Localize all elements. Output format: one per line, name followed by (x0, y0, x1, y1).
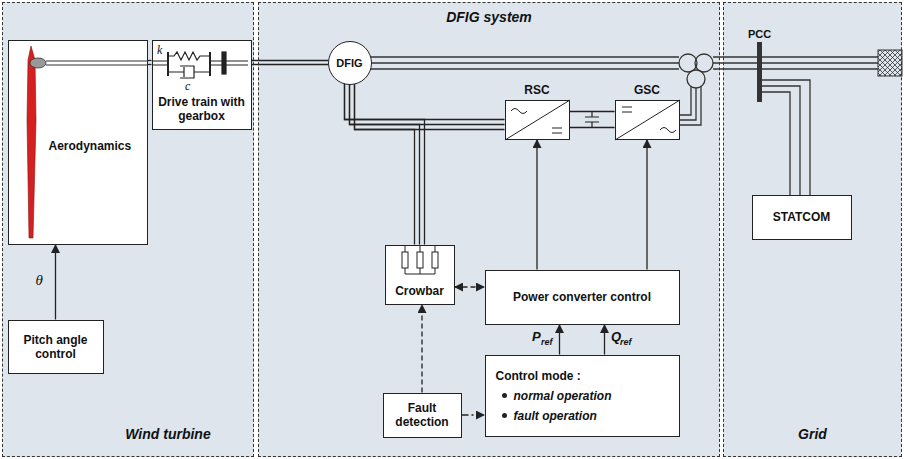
converter-box: GSC (615, 100, 680, 140)
connector (455, 287, 485, 288)
node-label: fault operation (514, 409, 597, 423)
node-label: Fault detection (387, 401, 458, 429)
connector-line (570, 111, 615, 112)
aerodynamics-box: Aerodynamics (8, 40, 148, 245)
signal-subscript: ref (541, 337, 553, 348)
connector-line (345, 83, 505, 120)
node-label: RSC (506, 83, 569, 97)
transformer-symbol (679, 54, 697, 72)
connector (422, 305, 423, 393)
grid-wire (713, 57, 878, 69)
converter-symbol (505, 100, 570, 140)
connector-line (570, 127, 615, 128)
bullet-dot (502, 413, 507, 418)
control-box: Pitch angle control (8, 320, 104, 374)
stator-wire (360, 57, 679, 69)
connector (647, 140, 648, 270)
node-label: Control mode : (496, 369, 581, 383)
connector (252, 61, 329, 65)
node-label: DFIG system (259, 9, 719, 25)
connector (537, 140, 538, 270)
connector-line (421, 305, 422, 393)
transformer-symbol (695, 54, 713, 72)
statcom-wire (762, 80, 810, 195)
converter-box: RSC (505, 100, 570, 140)
transformer-symbol (687, 70, 705, 88)
transformer-symbol (679, 54, 713, 88)
node-label: Aerodynamics (49, 139, 132, 153)
dc-capacitor (585, 112, 599, 128)
crowbar-box: Crowbar (385, 245, 455, 305)
node-label: Crowbar (395, 284, 444, 298)
bullet-dot (502, 393, 507, 398)
connector-line (355, 83, 505, 130)
dc-capacitor (585, 112, 599, 128)
node-label: DFIG (336, 56, 362, 70)
connector (570, 112, 615, 128)
bus-label: PCC (748, 28, 771, 41)
node-label: Wind turbine (83, 426, 253, 442)
signal-label: P (532, 329, 541, 344)
bullet-row: normal operation (502, 389, 612, 403)
node-label: STATCOM (773, 210, 831, 224)
connector-line (604, 325, 605, 355)
parameter-label: k (157, 43, 162, 57)
connector (55, 245, 56, 320)
stator-wire (360, 57, 679, 69)
statcom-box: STATCOM (752, 195, 852, 240)
region-panel: Grid STATCOM (723, 2, 902, 457)
bullet-row: fault operation (502, 409, 597, 423)
node-label: normal operation (514, 389, 612, 403)
region-fill (258, 2, 720, 457)
connector (462, 415, 485, 416)
connector-line (355, 83, 415, 245)
pcc-bus (757, 42, 762, 102)
connector-line (252, 64, 329, 65)
generator-circle: DFIG (328, 41, 372, 85)
region-fill (723, 2, 902, 457)
node-label: GSC (616, 83, 679, 97)
connector-line (345, 83, 425, 245)
connector-line (252, 60, 329, 61)
statcom-wire (762, 80, 810, 195)
detection-box: Fault detection (383, 393, 462, 438)
drive-train-box: Drive train with gearbox (152, 40, 252, 130)
connector-line (350, 84, 505, 125)
gsc-wire (680, 86, 701, 125)
region-panel: Wind turbine Aerodynamics Drive train with… (2, 2, 254, 457)
grid-symbol (878, 50, 902, 76)
connector-line (536, 140, 537, 270)
connector-line (350, 84, 420, 245)
connector (604, 325, 605, 355)
region-panel: DFIG systemDFIG RSC GSC Crowbar Power conver… (258, 2, 720, 457)
node-label: Power converter control (513, 290, 651, 304)
signal-subscript: ref (620, 337, 632, 348)
connector (345, 83, 425, 245)
connector-line (646, 140, 647, 270)
connector-line (455, 286, 485, 287)
converter-symbol (505, 100, 680, 140)
grid-wire (713, 57, 878, 69)
parameter-label: c (185, 79, 190, 93)
gsc-wire (680, 86, 701, 125)
connector (559, 325, 560, 355)
node-label: Pitch angle control (12, 333, 100, 361)
connector-line (462, 414, 485, 415)
converter-symbol (615, 100, 680, 140)
signal-label: Q (611, 329, 621, 344)
control-box: Power converter control (485, 270, 680, 325)
node-label: Grid (724, 426, 901, 442)
mode-box: Control mode : normal operation fault oper… (485, 355, 680, 437)
region-fill (2, 2, 254, 457)
connector-line (55, 245, 56, 320)
edge-label: θ (34, 271, 45, 289)
connector-line (559, 325, 560, 355)
node-label: Drive train with gearbox (156, 95, 248, 123)
